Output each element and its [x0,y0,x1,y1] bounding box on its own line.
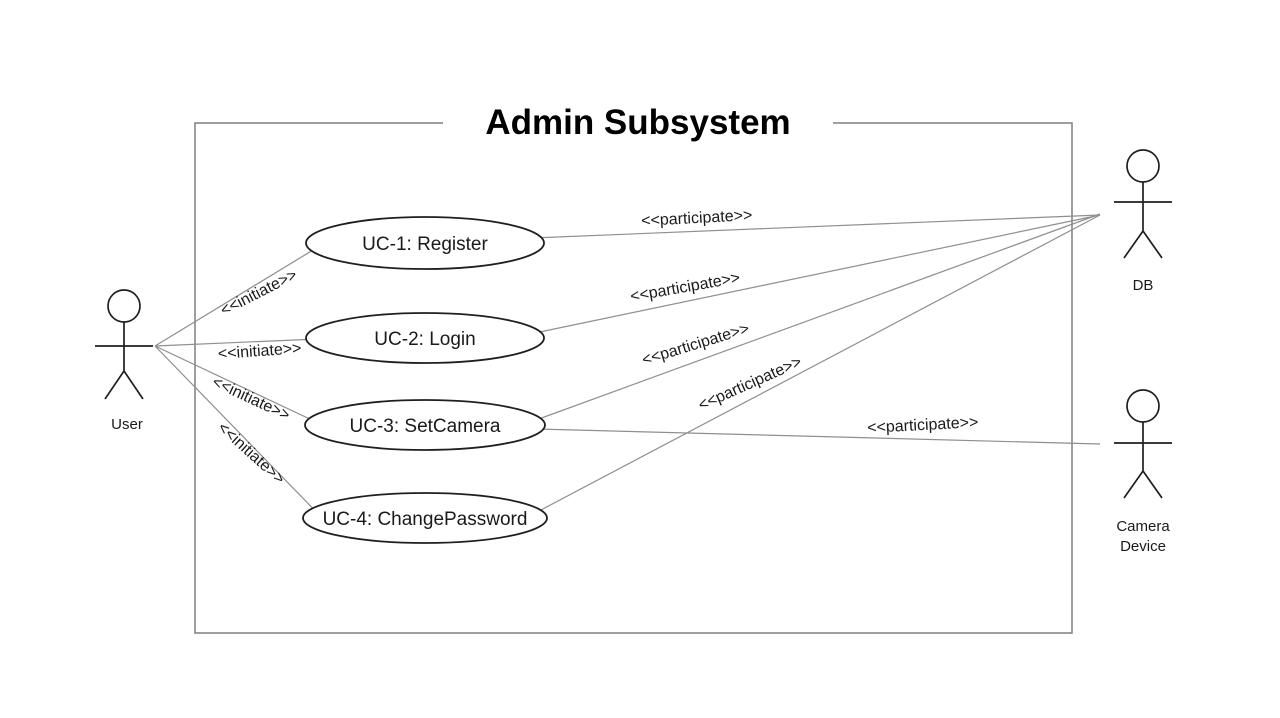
edge-user-uc2-line [154,338,319,347]
uc3-ellipse [304,399,546,451]
edge-label-participate-uc2-db: <<participate>> [629,270,741,306]
diagram-title: Admin Subsystem [485,103,790,142]
edge-user-uc3-line [154,345,315,422]
actor-user-figure [95,289,153,400]
actor-user-head [107,289,141,323]
usecase-node-uc2: UC-2: Login [305,312,545,364]
edge-label-initiate-uc4: <<initiate>> [214,419,288,488]
actor-user-label: User [111,416,143,433]
uc3-label: UC-3: SetCamera [350,416,501,437]
edge-label-initiate-uc3: <<initiate>> [209,374,292,425]
actor-camera-head [1126,389,1160,423]
edge-user-uc4-line [154,345,331,527]
actor-db: DB [1114,149,1172,294]
uc4-label: UC-4: ChangePassword [323,509,528,530]
edge-uc3-db-line [535,213,1101,421]
edge-label-initiate-uc1: <<initiate>> [218,266,300,319]
actor-camera-label-line1: Camera [1116,518,1170,535]
usecase-node-uc1: UC-1: Register [305,216,545,270]
edge-uc1-db-line [531,214,1101,239]
uc1-label: UC-1: Register [362,234,488,255]
actor-db-figure [1114,149,1172,259]
edge-label-participate-uc4-db: <<participate>> [696,354,805,415]
actor-camera-label-line2: Device [1120,538,1166,555]
uc4-ellipse [302,492,548,544]
actor-camera-body [1114,422,1172,499]
edge-uc4-db-line [538,214,1101,512]
edge-label-participate-uc3-camera: <<participate>> [867,414,979,437]
uc2-ellipse [305,312,545,364]
usecase-node-uc3: UC-3: SetCamera [304,399,546,451]
actor-db-head [1126,149,1160,183]
edges [154,213,1101,527]
system-boundary-box [194,122,1073,634]
actor-db-body [1114,182,1172,259]
actor-user-body [95,322,153,400]
actor-db-label: DB [1133,277,1154,294]
uc2-label: UC-2: Login [374,329,475,350]
edge-label-participate-uc1-db: <<participate>> [641,207,753,230]
edge-uc2-db-line [534,214,1101,334]
usecase-node-uc4: UC-4: ChangePassword [302,492,548,544]
actor-camera-device: Camera Device [1114,389,1172,555]
edge-label-initiate-uc2: <<initiate>> [217,340,302,363]
actor-user: User [95,289,153,433]
actor-camera-figure [1114,389,1172,499]
edge-user-uc1-line [154,246,319,347]
edge-uc3-camera-line [536,428,1101,445]
uc1-ellipse [305,216,545,270]
